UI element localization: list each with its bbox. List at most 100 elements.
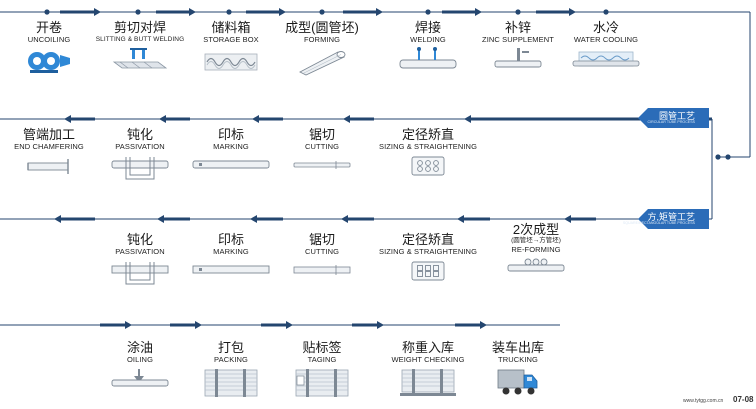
weighing-bundle-icon — [400, 369, 456, 396]
arrow-right-icon — [569, 8, 576, 16]
arrow-right-icon — [189, 8, 196, 16]
step-sizing-square: 定径矫直 SIZING & STRAIGHTENING — [372, 232, 484, 284]
step-en-label: SIZING & STRAIGHTENING — [378, 247, 478, 256]
uncoiler-icon — [28, 52, 70, 73]
step-end-chamfering: 管端加工 END CHAMFERING — [0, 127, 105, 179]
arrow-left-icon — [157, 215, 164, 223]
tag-arrow-shape — [638, 108, 709, 128]
step-water-cooling: 水冷 WATER COOLING — [550, 20, 662, 74]
water-cooling-icon — [572, 51, 640, 67]
storage-box-icon — [204, 53, 258, 71]
slitting-welder-icon — [112, 48, 168, 69]
step-cn-label: 涂油 — [126, 340, 153, 355]
flow-arrow-segment — [455, 323, 481, 327]
step-en-label: SIZING & STRAIGHTENING — [378, 142, 478, 151]
sizing-rolls-icon — [411, 156, 445, 176]
step-cutting-square: 锯切 CUTTING — [266, 232, 378, 284]
junction-dot — [319, 9, 325, 15]
arrow-left-icon — [250, 215, 257, 223]
step-en-label: WATER COOLING — [573, 35, 639, 44]
flow-arrow-segment — [347, 217, 374, 221]
step-packing: 打包 PACKING — [175, 340, 287, 398]
step-welding: 焊接 WELDING — [372, 20, 484, 74]
arrow-right-icon — [376, 8, 383, 16]
step-cn-label: 锯切 — [308, 127, 335, 142]
step-cn-label: 贴标签 — [302, 340, 342, 355]
junction-dot — [515, 9, 521, 15]
tagged-bundle-icon — [295, 369, 349, 397]
step-cn-label: 成型(圆管坯) — [285, 20, 359, 35]
arrow-left-icon — [54, 215, 61, 223]
arrow-right-icon — [286, 321, 293, 329]
flow-arrow-segment — [352, 323, 378, 327]
step-en-label: SLITTING & BUTT WELDING — [95, 36, 185, 43]
arrow-left-icon — [343, 115, 350, 123]
pipe-bundle-icon — [204, 369, 258, 397]
arrow-left-icon — [457, 215, 464, 223]
arrow-left-icon — [341, 215, 348, 223]
step-en-label: PASSIVATION — [115, 247, 165, 256]
step-cn-label: 补锌 — [504, 20, 531, 35]
step-en-label: END CHAMFERING — [14, 142, 84, 151]
step-en-label: STORAGE BOX — [203, 35, 259, 44]
step-cn-label: 定径矫直 — [401, 232, 454, 247]
junction-dot — [715, 154, 721, 160]
step-weight-checking: 称重入库 WEIGHT CHECKING — [372, 340, 484, 398]
footer-site: www.tytgg.com.cn — [683, 398, 724, 404]
step-cn-label: 装车出库 — [491, 340, 544, 355]
arrow-left-icon — [564, 215, 571, 223]
junction-dot — [725, 154, 731, 160]
flow-arrow-segment — [343, 10, 377, 14]
step-cn-label: 开卷 — [35, 20, 62, 35]
step-passivation-round: 钝化 PASSIVATION — [84, 127, 196, 183]
step-passivation-square: 钝化 PASSIVATION — [84, 232, 196, 288]
step-cn-label: 储料箱 — [211, 20, 251, 35]
round-tube-process-tag: 圆管工艺 CIRCULAR TUBE PROCESS — [638, 108, 709, 128]
tag-arrow-shape — [638, 209, 709, 229]
pipe-end-icon — [27, 159, 69, 174]
step-cn-label: 水冷 — [592, 20, 619, 35]
flow-arrow-segment — [463, 217, 490, 221]
footer-code: 07-08 — [733, 395, 754, 404]
step-cn-label: 打包 — [217, 340, 244, 355]
step-cn-label: 焊接 — [414, 20, 441, 35]
step-zinc-supplement: 补锌 ZINC SUPPLEMENT — [462, 20, 574, 74]
truck-icon — [497, 369, 538, 395]
step-en-label: UNCOILING — [27, 35, 71, 44]
flow-arrow-segment — [246, 10, 280, 14]
junction-dot — [603, 9, 609, 15]
arrow-right-icon — [480, 321, 487, 329]
step-oiling: 涂油 OILING — [84, 340, 196, 392]
step-re-forming: 2次成型 (圆管坯→方管坯) RE-FORMING — [480, 222, 592, 280]
flow-arrow-segment — [100, 323, 126, 327]
flow-arrow-segment — [70, 117, 95, 121]
flow-arrow-segment — [256, 217, 283, 221]
forming-roll-icon — [299, 51, 346, 76]
sizing-rolls-icon — [411, 261, 445, 281]
arrow-right-icon — [125, 321, 132, 329]
welding-icon — [399, 47, 457, 69]
junction-dot — [135, 9, 141, 15]
step-en-label: CUTTING — [304, 247, 340, 256]
step-en-label: TAGING — [307, 355, 337, 364]
junction-dot — [44, 9, 50, 15]
step-en-label: PACKING — [214, 355, 248, 364]
arrow-left-icon — [159, 115, 166, 123]
flow-arrow-segment — [442, 10, 476, 14]
step-en-label: RE-FORMING — [511, 245, 561, 254]
step-en-label: WELDING — [410, 35, 446, 44]
square-cut-icon — [293, 265, 351, 275]
flow-arrow-segment — [60, 217, 95, 221]
step-cn-label: 定径矫直 — [401, 127, 454, 142]
step-en-label: TRUCKING — [498, 355, 538, 364]
passivation-tank-icon — [111, 262, 169, 285]
step-en-label: OILING — [126, 355, 154, 364]
step-cn-label: 管端加工 — [22, 127, 75, 142]
flow-arrow-segment — [156, 10, 190, 14]
step-en-label: CUTTING — [304, 142, 340, 151]
step-cn-label: 2次成型 — [512, 222, 560, 237]
flow-arrow-segment — [570, 217, 596, 221]
tag-en-label: CIRCULAR TUBE PROCESS — [647, 120, 695, 124]
